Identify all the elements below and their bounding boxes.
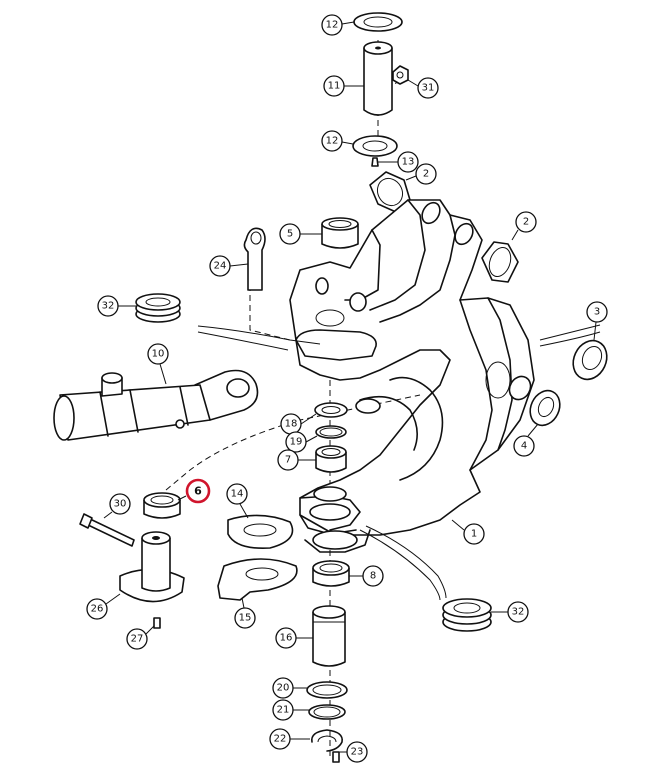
callout-10[interactable]: 10	[147, 343, 169, 385]
bushing-8	[312, 560, 350, 587]
callout-2[interactable]: 2	[511, 211, 537, 241]
svg-text:21: 21	[277, 705, 290, 716]
svg-text:20: 20	[277, 683, 290, 694]
callout-21[interactable]: 21	[272, 699, 309, 721]
callout-15[interactable]: 15	[234, 597, 256, 629]
callout-7[interactable]: 7	[277, 449, 316, 471]
pivot-pin-26	[119, 531, 185, 603]
plate-15	[217, 558, 298, 601]
spring-32-lower	[442, 598, 492, 632]
svg-text:2: 2	[423, 169, 429, 180]
callout-1[interactable]: 1	[451, 519, 485, 545]
ring-20	[306, 681, 348, 699]
callout-31[interactable]: 31	[407, 77, 439, 99]
svg-text:31: 31	[422, 83, 435, 94]
washer-12-top	[353, 12, 403, 32]
callout-14[interactable]: 14	[226, 483, 249, 519]
callout-30[interactable]: 30	[103, 493, 131, 519]
svg-text:22: 22	[274, 734, 287, 745]
spring-32-upper	[135, 293, 181, 323]
bolt-30	[79, 513, 135, 547]
svg-text:8: 8	[370, 571, 376, 582]
fitting-13	[371, 157, 379, 167]
pin-16	[312, 605, 346, 667]
callout-12[interactable]: 12	[321, 130, 354, 152]
plate-14	[227, 514, 294, 550]
seal-3	[572, 339, 608, 381]
ring-21	[308, 704, 346, 720]
snap-ring-22	[310, 729, 344, 752]
callout-6-highlighted[interactable]: 6	[177, 478, 211, 504]
svg-text:26: 26	[91, 604, 104, 615]
washer-12-lower	[352, 135, 398, 157]
svg-text:23: 23	[351, 747, 364, 758]
callout-24[interactable]: 24	[209, 255, 249, 277]
callout-20[interactable]: 20	[272, 677, 307, 699]
bushing-4	[529, 389, 561, 427]
link-24	[243, 227, 266, 291]
nut-31	[392, 65, 409, 85]
callout-32[interactable]: 32	[97, 295, 136, 317]
bushing-6	[143, 492, 181, 519]
fitting-23	[332, 751, 340, 763]
svg-text:18: 18	[285, 419, 298, 430]
callout-18[interactable]: 18	[280, 413, 317, 435]
callout-19[interactable]: 19	[285, 431, 318, 453]
svg-text:5: 5	[287, 229, 293, 240]
callout-8[interactable]: 8	[349, 565, 384, 587]
svg-text:14: 14	[231, 489, 244, 500]
callout-23[interactable]: 23	[339, 741, 368, 763]
svg-text:15: 15	[239, 613, 252, 624]
fitting-27	[153, 617, 161, 629]
svg-text:24: 24	[214, 261, 227, 272]
callout-layer: 12 11 31 12 13 2 2	[86, 14, 608, 763]
bushing-7	[315, 445, 347, 473]
svg-text:19: 19	[290, 437, 303, 448]
callout-27[interactable]: 27	[126, 625, 155, 650]
callout-22[interactable]: 22	[269, 728, 310, 750]
hydraulic-hoses	[197, 324, 601, 601]
bushing-2-right	[481, 241, 519, 283]
seal-18	[314, 402, 348, 418]
svg-text:1: 1	[471, 529, 477, 540]
callout-3[interactable]: 3	[586, 301, 608, 341]
svg-text:10: 10	[152, 349, 165, 360]
svg-text:27: 27	[131, 634, 144, 645]
hydraulic-cylinder-10	[53, 369, 259, 441]
callout-13[interactable]: 13	[378, 151, 419, 173]
callout-12[interactable]: 12	[321, 14, 355, 36]
callout-5[interactable]: 5	[279, 223, 322, 245]
svg-text:4: 4	[521, 441, 527, 452]
svg-text:3: 3	[594, 307, 600, 318]
svg-text:16: 16	[280, 633, 293, 644]
callout-4[interactable]: 4	[513, 423, 539, 457]
svg-text:7: 7	[285, 455, 291, 466]
callout-26[interactable]: 26	[86, 593, 121, 620]
bushing-5	[321, 217, 359, 249]
svg-text:12: 12	[326, 20, 339, 31]
svg-text:11: 11	[328, 81, 341, 92]
callout-2[interactable]: 2	[405, 163, 437, 185]
svg-text:30: 30	[114, 499, 127, 510]
pin-11	[363, 41, 393, 116]
callout-16[interactable]: 16	[275, 627, 313, 649]
svg-text:32: 32	[102, 301, 115, 312]
svg-text:13: 13	[402, 157, 415, 168]
svg-text:6: 6	[194, 485, 202, 498]
swing-tower-casting-1	[289, 199, 535, 553]
callout-11[interactable]: 11	[323, 75, 364, 97]
svg-text:12: 12	[326, 136, 339, 147]
ring-19	[315, 425, 347, 439]
svg-text:32: 32	[512, 607, 525, 618]
svg-text:2: 2	[523, 217, 529, 228]
callout-32[interactable]: 32	[491, 601, 529, 623]
